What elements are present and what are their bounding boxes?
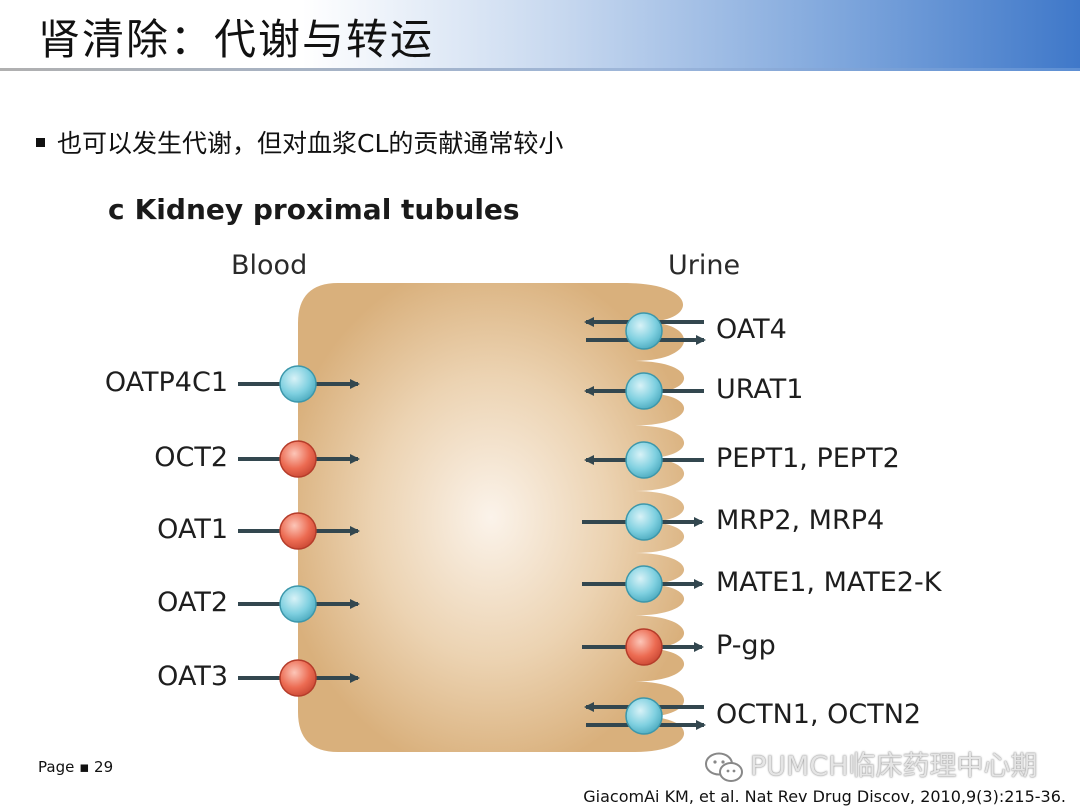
tubule-cell xyxy=(298,283,685,752)
panel-letter: c xyxy=(108,193,125,226)
transporter-p-gp xyxy=(625,628,663,666)
transporter-label-oat3: OAT3 xyxy=(157,661,228,692)
bullet-point: 也可以发生代谢，但对血浆CL的贡献通常较小 xyxy=(36,124,563,160)
watermark-text: PUMCH临床药理中心期 xyxy=(750,751,1038,782)
transporter-label-mrp2-mrp4: MRP2, MRP4 xyxy=(716,505,885,536)
bullet-square-icon xyxy=(36,137,45,147)
header-divider xyxy=(0,68,1080,71)
page-label: Page xyxy=(38,758,75,776)
transporter-label-urat1: URAT1 xyxy=(716,374,804,405)
transporter-label-p-gp: P-gp xyxy=(716,630,776,661)
transporter-oat2 xyxy=(279,585,317,623)
transporter-mrp2-mrp4 xyxy=(625,503,663,541)
transporter-oatp4c1 xyxy=(279,365,317,403)
wechat-logo-icon xyxy=(705,752,743,782)
transporter-label-oat1: OAT1 xyxy=(157,514,228,545)
transporter-mate1-mate2-k xyxy=(625,565,663,603)
page-indicator: Page ▪ 29 xyxy=(38,758,114,776)
page-number: 29 xyxy=(94,758,114,776)
transporter-label-pept1-pept2: PEPT1, PEPT2 xyxy=(716,443,900,474)
slide-header-bar xyxy=(0,0,1080,70)
transporter-label-oat2: OAT2 xyxy=(157,587,228,618)
transporter-label-octn1-octn2: OCTN1, OCTN2 xyxy=(716,699,922,730)
panel-title-text: Kidney proximal tubules xyxy=(134,193,520,226)
transporter-oat4 xyxy=(625,312,663,350)
transporter-label-oat4: OAT4 xyxy=(716,314,787,345)
transporter-label-mate1-mate2-k: MATE1, MATE2-K xyxy=(716,567,942,598)
transporter-label-oatp4c1: OATP4C1 xyxy=(104,367,228,398)
transporter-pept1-pept2 xyxy=(625,441,663,479)
bullet-text: 也可以发生代谢，但对血浆CL的贡献通常较小 xyxy=(57,129,564,158)
citation: GiacomAi KM, et al. Nat Rev Drug Discov,… xyxy=(583,787,1066,806)
transporter-oat1 xyxy=(279,512,317,550)
blood-label: Blood xyxy=(231,250,308,281)
transporter-label-oct2: OCT2 xyxy=(154,442,228,473)
slide-title: 肾清除：代谢与转运 xyxy=(38,15,435,64)
transporter-octn1-octn2 xyxy=(625,697,663,735)
urine-label: Urine xyxy=(668,250,741,281)
transporter-oct2 xyxy=(279,440,317,478)
transporter-oat3 xyxy=(279,659,317,697)
transporter-urat1 xyxy=(625,372,663,410)
figure-panel-title: c Kidney proximal tubules xyxy=(108,193,520,226)
watermark: PUMCH临床药理中心期 xyxy=(704,744,1038,785)
